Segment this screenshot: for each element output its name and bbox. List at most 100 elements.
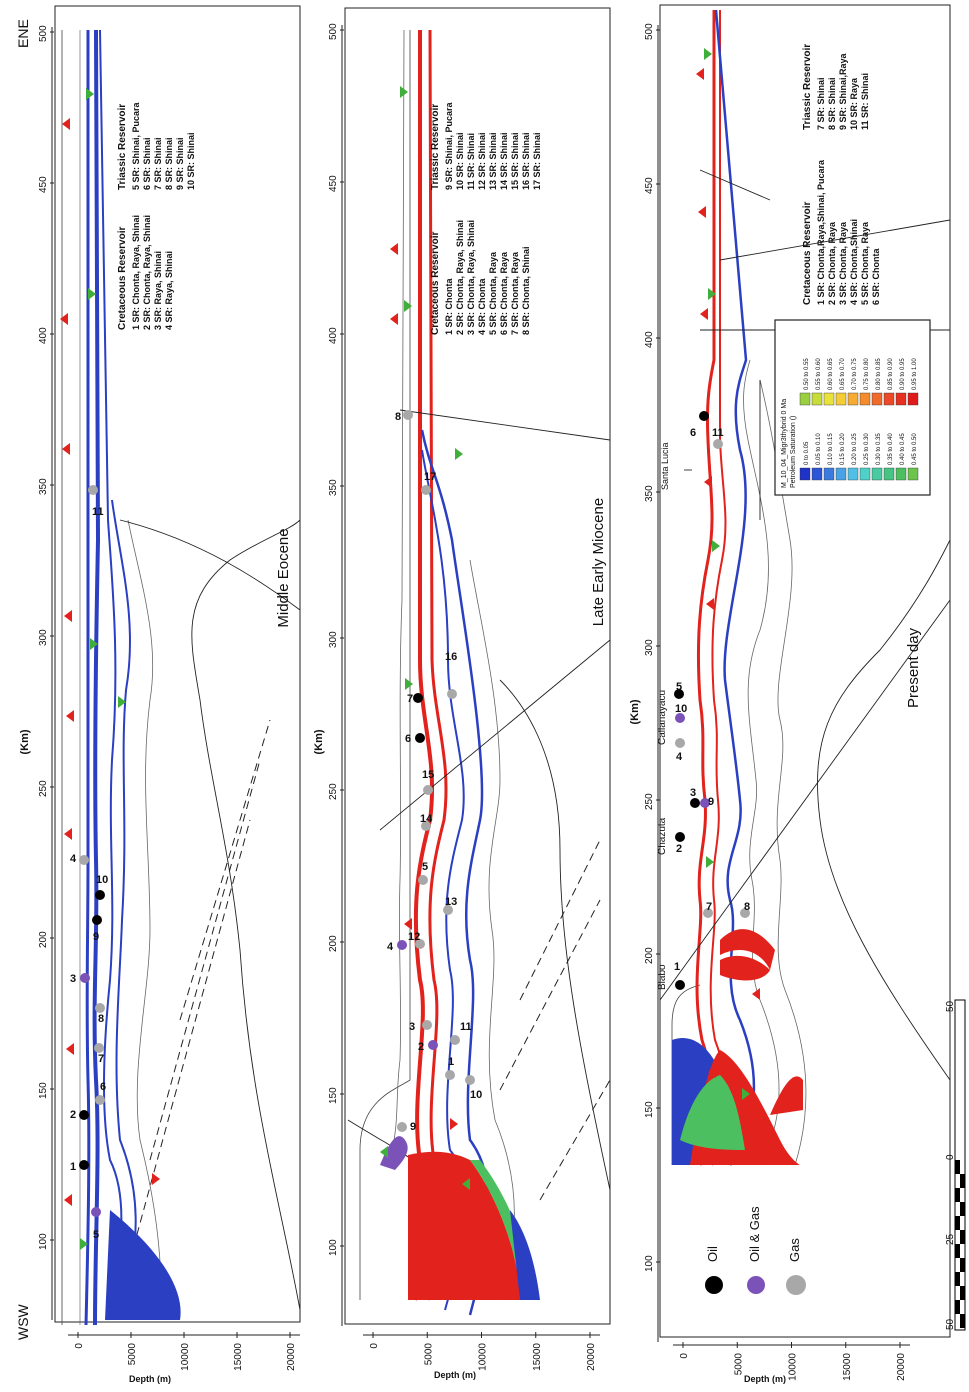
accumulation-label: 2 [70, 1109, 76, 1121]
depth-tick-label: 0 [679, 1353, 690, 1359]
accumulation-label: 5 [93, 1229, 99, 1241]
cretaceous-title: Cretaceous Reservoir [802, 202, 813, 305]
well-name-label: Blabo [657, 964, 668, 990]
accumulation-label: 4 [387, 941, 394, 953]
saturation-range-label: 0.30 to 0.35 [876, 433, 882, 465]
depth-tick-label: 20000 [896, 1353, 907, 1381]
saturation-legend-subtitle: Petroleum Saturation () [790, 416, 797, 488]
scale-tick: 25 [945, 1233, 956, 1245]
depth-tick-label: 10000 [788, 1353, 799, 1381]
km-tick-label: 500 [644, 23, 655, 40]
migration-arrows [696, 48, 760, 1100]
saturation-range-label: 0.85 to 0.90 [888, 358, 894, 390]
legend-item: 2 SR: Chonta, Raya, Shinai [455, 220, 465, 335]
accumulation-label: 5 [422, 861, 428, 873]
legend-item: 10 SR: Shinai [186, 132, 196, 190]
panel-frame [54, 5, 301, 1323]
oil-gas-accumulation [91, 1207, 101, 1217]
km-tick-label: 450 [328, 175, 339, 192]
depth-tick-label: 15000 [532, 1343, 543, 1371]
saturation-range-label: 0.05 to 0.10 [816, 433, 822, 465]
gas-accumulation [79, 855, 89, 865]
gas-accumulation [713, 439, 723, 449]
legend-item: 5 SR: Chonta, Raya [488, 251, 498, 335]
oil-accumulation [79, 1110, 89, 1120]
legend-item: 6 SR: Shinai [142, 137, 152, 190]
scale-bar: 50 0 25 50 [945, 999, 966, 1331]
saturation-range-label: 0.60 to 0.65 [828, 358, 834, 390]
saturation-swatch [799, 467, 811, 481]
legend-item: 15 SR: Shinai [510, 132, 520, 190]
depth-axis-label: Depth (m) [129, 1374, 171, 1384]
km-tick-label: 150 [644, 1101, 655, 1118]
oil-accumulation [413, 693, 423, 703]
legend-item: 12 SR: Shinai [477, 132, 487, 190]
oil-accumulation [699, 411, 709, 421]
reservoir-body [408, 1151, 520, 1300]
accumulation-label: 6 [405, 733, 411, 745]
saturation-swatch [907, 467, 919, 481]
km-tick-label: 250 [644, 793, 655, 810]
panel-title: Present day [905, 627, 922, 708]
gas-accumulation [740, 908, 750, 918]
km-tick-label: 100 [328, 1239, 339, 1256]
km-tick-label: 250 [38, 780, 49, 797]
panel-frame [344, 7, 611, 1325]
km-tick-label: 400 [644, 331, 655, 348]
gas-accumulation [397, 1122, 407, 1132]
accumulation-label: 13 [445, 896, 457, 908]
well-name-label: Santa Lucia [660, 442, 670, 490]
km-tick-label: 350 [644, 485, 655, 502]
well-name-label: Callanayacu [657, 690, 668, 745]
saturation-range-label: 0.45 to 0.50 [912, 433, 918, 465]
depth-tick-label: 0 [369, 1343, 380, 1349]
accumulation-label: 5 [676, 681, 682, 693]
reservoir-legend: Cretaceous Reservoir 1 SR: Chonta,Raya,S… [802, 44, 881, 305]
accumulation-label: 6 [690, 427, 696, 439]
oil-gas-accumulation [80, 973, 90, 983]
saturation-range-label: 0.80 to 0.85 [876, 358, 882, 390]
saturation-range-label: 0.50 to 0.55 [804, 358, 810, 390]
accumulation-label: 16 [445, 651, 457, 663]
oil-accumulation [675, 980, 685, 990]
depth-tick-label: 5000 [733, 1353, 744, 1376]
km-tick-label: 300 [328, 631, 339, 648]
km-tick-label: 500 [328, 23, 339, 40]
saturation-range-label: 0.55 to 0.60 [816, 358, 822, 390]
legend-item: 8 SR: Chonta, Shinai [521, 246, 531, 335]
depth-tick-label: 10000 [478, 1343, 489, 1371]
depth-tick-label: 15000 [842, 1353, 853, 1381]
well-name-label: Chazuta [657, 817, 668, 855]
wsw-label: WSW [15, 1303, 31, 1340]
accumulation-label: 8 [98, 1013, 104, 1025]
triassic-title: Triassic Reservoir [117, 104, 128, 190]
km-tick-label: 300 [38, 629, 49, 646]
accumulation-label: 6 [100, 1081, 106, 1093]
km-tick-label: 500 [38, 25, 49, 42]
saturation-swatch [799, 392, 811, 406]
accumulation-label: 1 [448, 1056, 454, 1068]
saturation-range-label: 0.75 to 0.80 [864, 358, 870, 390]
panel-title: Middle Eocene [275, 528, 292, 627]
legend-item: 5 SR: Shinai, Pucara [131, 101, 141, 190]
oil-gas-accumulation [675, 713, 685, 723]
legend-item: 4 SR: Chonta [477, 278, 487, 335]
accumulation-label: 11 [712, 427, 724, 439]
km-tick-label: 100 [644, 1255, 655, 1272]
km-tick-label: 350 [38, 478, 49, 495]
legend-item: 9 SR: Shinai, Pucara [444, 101, 454, 190]
reservoir-legend: Cretaceous Reservoir 1 SR: Chonta, Raya,… [117, 101, 196, 330]
accumulation-label: 10 [96, 874, 108, 886]
gas-accumulation [423, 785, 433, 795]
legend-item: 9 SR: Shinai [175, 137, 185, 190]
legend-item: 2 SR: Chonta, Raya [827, 221, 837, 305]
km-tick-label: 300 [644, 639, 655, 656]
saturation-range-label: 0.95 to 1.00 [912, 358, 918, 390]
legend-item: 13 SR: Shinai [488, 132, 498, 190]
legend-item: 11 SR: Shinai [466, 133, 476, 190]
depth-tick-label: 20000 [286, 1343, 297, 1371]
accumulation-label: 8 [395, 411, 401, 423]
cretaceous-title: Cretaceous Reservoir [117, 227, 128, 330]
legend-item: 16 SR: Shinai [521, 132, 531, 190]
